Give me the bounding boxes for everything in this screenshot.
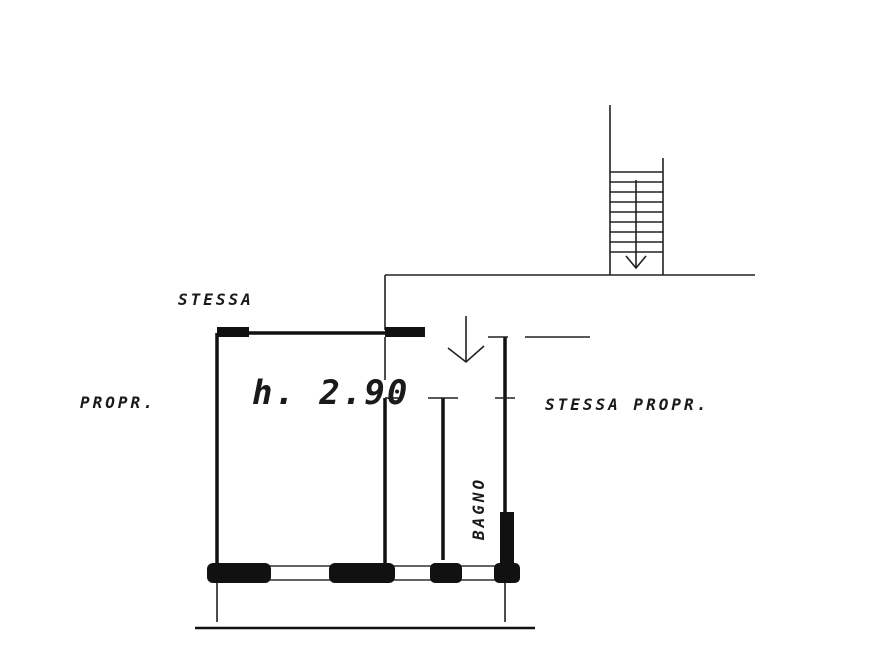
entrance-arrow-icon bbox=[447, 316, 485, 364]
property-boundary bbox=[195, 583, 535, 630]
staircase-arrow-icon bbox=[625, 255, 647, 270]
pillar bbox=[207, 563, 271, 583]
pillar bbox=[500, 512, 514, 572]
bottom-wall bbox=[207, 563, 520, 583]
pillar bbox=[385, 327, 425, 337]
room-walls bbox=[215, 327, 590, 572]
ceiling-height-label: h. 2.90 bbox=[252, 373, 409, 413]
pillar bbox=[329, 563, 395, 583]
label-stessa-propr-right: STESSA PROPR. bbox=[545, 395, 709, 414]
pillar bbox=[217, 327, 249, 337]
label-stessa-top: STESSA bbox=[178, 290, 254, 309]
label-bagno: BAGNO bbox=[469, 477, 488, 541]
pillar bbox=[494, 563, 520, 583]
pillar bbox=[430, 563, 462, 583]
staircase bbox=[609, 105, 664, 275]
corridor bbox=[384, 274, 755, 330]
label-propr-left: PROPR. bbox=[80, 393, 156, 412]
